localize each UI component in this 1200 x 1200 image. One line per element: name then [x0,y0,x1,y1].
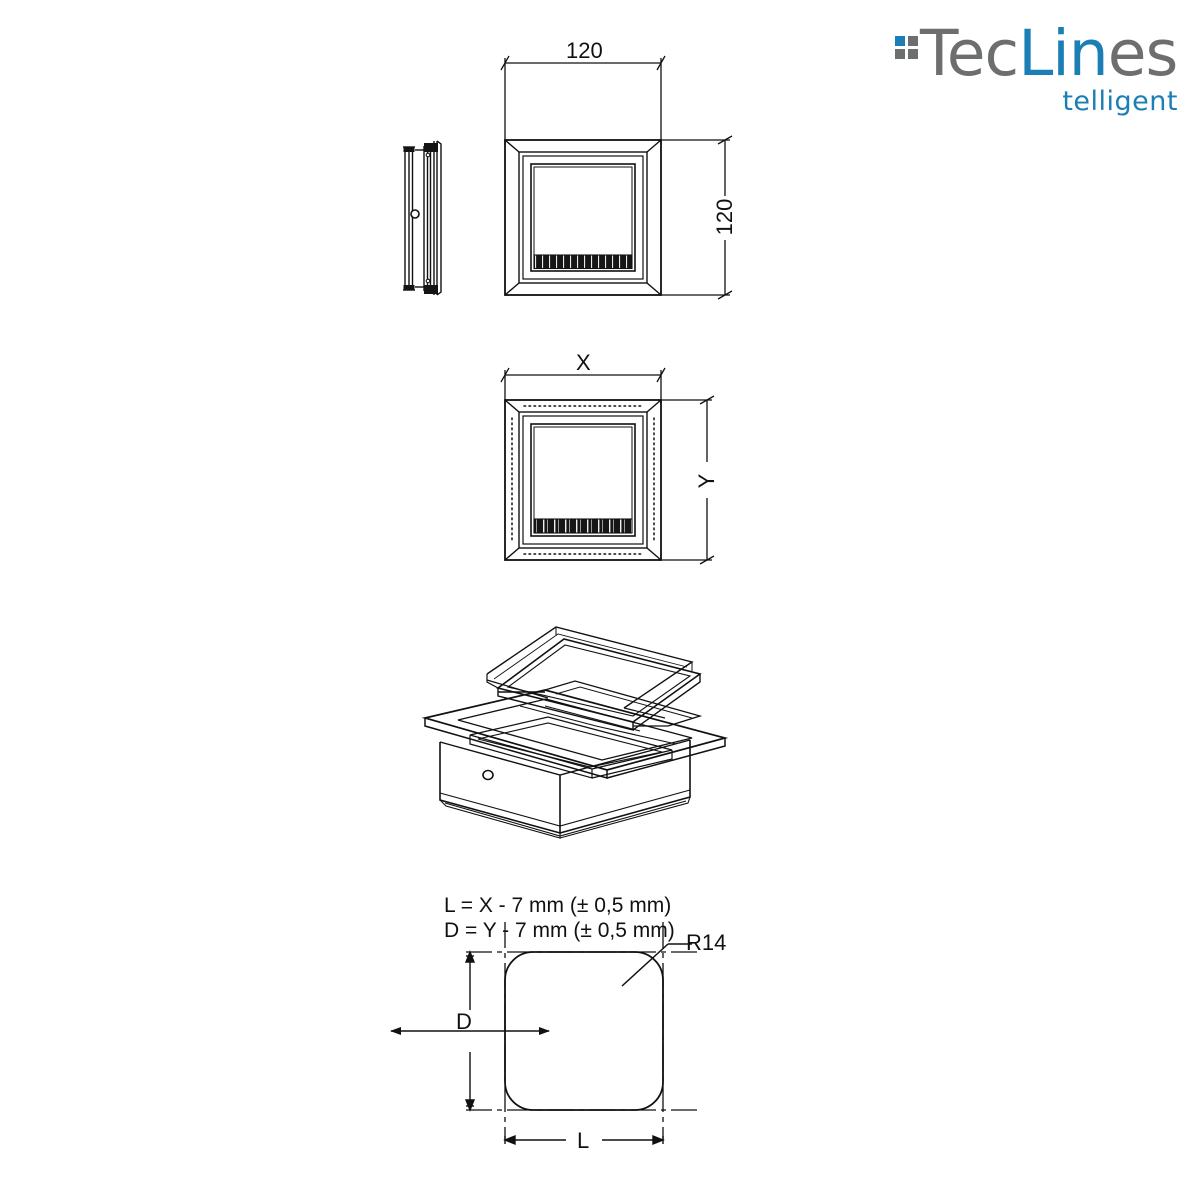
dimension-width-x [500,367,666,404]
note-depth-formula: D = Y - 7 mm (± 0,5 mm) [444,919,675,942]
radius-leader [621,943,692,987]
squares-grid-icon [895,36,921,62]
side-elevation-view [403,140,442,296]
label-height-120: 120 [712,198,737,236]
teclines-logo: TecLines telligent [890,22,1180,117]
front-view-120x120 [504,139,662,296]
square-grey-3 [908,49,918,59]
note-length-formula: L = X - 7 mm (± 0,5 mm) [444,894,672,917]
square-accent [895,36,905,46]
front-view-variable-xy [504,399,662,561]
label-width-120: 120 [566,38,603,63]
square-grey-2 [895,49,905,59]
label-cutout-depth-d: D [456,1009,472,1034]
dimension-height-y [658,395,715,565]
square-grey-1 [908,36,918,46]
dimension-width-120 [500,55,666,145]
label-cutout-length-l: L [577,1128,590,1153]
label-corner-radius: R14 [686,930,727,955]
label-width-x: X [576,350,591,375]
label-height-y: Y [694,473,719,489]
logo-wordmark: TecLines [920,22,1178,85]
dimension-cutout-l [503,1134,665,1146]
dimension-height-120 [658,135,733,300]
dimension-cutout-d-line [464,950,476,1112]
logo-word-tec: Tec [920,17,1019,90]
logo-word-es: es [1107,17,1179,90]
isometric-open-lid-view [421,626,729,839]
logo-tagline: telligent [1062,86,1178,117]
logo-word-lin: Lin [1018,17,1109,90]
